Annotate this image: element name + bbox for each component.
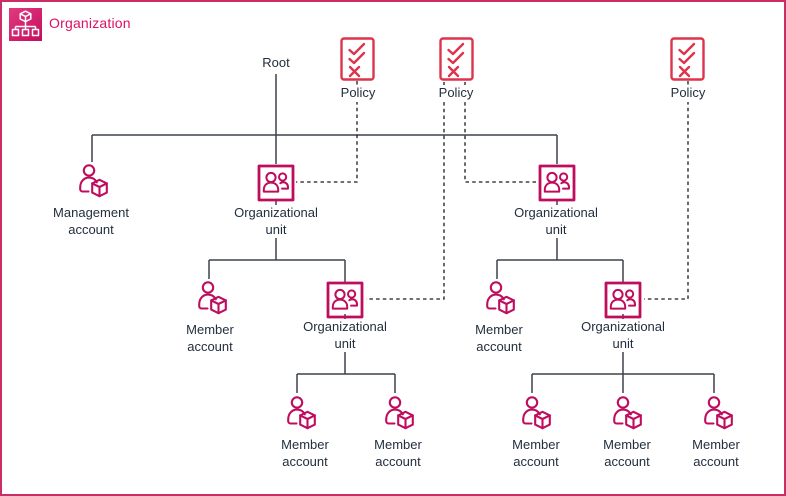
member-account-label: Member account [170, 322, 250, 356]
organizational-unit-icon [257, 164, 295, 202]
organizational-unit-icon [326, 281, 364, 319]
organizational-unit-label: Organizational unit [295, 319, 395, 353]
organizational-unit-icon [604, 281, 642, 319]
member-account-icon [193, 278, 231, 316]
member-account-label: Member account [496, 437, 576, 471]
management-account-icon [74, 161, 112, 199]
policy-label: Policy [328, 85, 388, 102]
member-account-icon [699, 393, 737, 431]
policy-icon [439, 37, 474, 81]
member-account-icon [481, 278, 519, 316]
member-account-label: Member account [358, 437, 438, 471]
policy-attachment-lines [296, 81, 689, 300]
member-account-icon [608, 393, 646, 431]
member-account-label: Member account [459, 322, 539, 356]
member-account-icon [517, 393, 555, 431]
member-account-icon [380, 393, 418, 431]
organizational-unit-label: Organizational unit [506, 205, 606, 239]
organizational-unit-label: Organizational unit [573, 319, 673, 353]
organizational-unit-icon [538, 164, 576, 202]
policy-icon [340, 37, 375, 81]
member-account-label: Member account [265, 437, 345, 471]
member-account-icon [282, 393, 320, 431]
organizational-unit-label: Organizational unit [226, 205, 326, 239]
member-account-label: Member account [676, 437, 756, 471]
management-account-label: Management account [41, 205, 141, 239]
policy-label: Policy [658, 85, 718, 102]
policy-icon [670, 37, 705, 81]
solid-tree-lines [91, 74, 715, 393]
root-label: Root [246, 55, 306, 72]
organization-group-title: Organization [49, 15, 131, 31]
member-account-label: Member account [587, 437, 667, 471]
aws-organizations-icon [9, 8, 42, 41]
policy-label: Policy [426, 85, 486, 102]
